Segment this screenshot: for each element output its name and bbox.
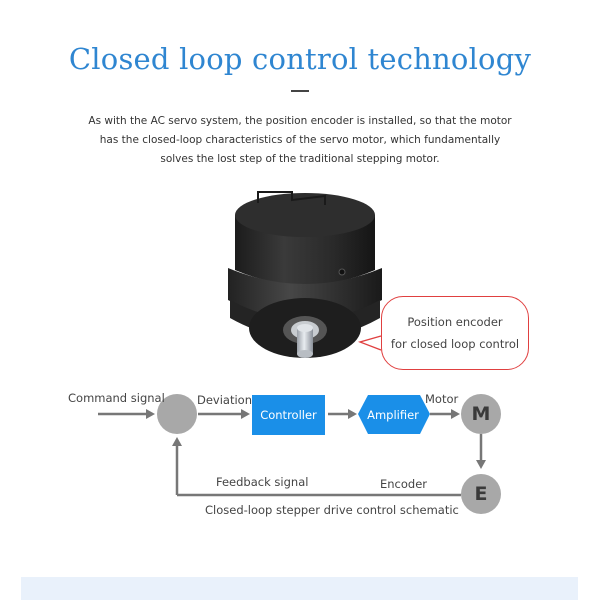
description-line-2: has the closed-loop characteristics of t… [99,134,501,146]
motor-letter: M [471,403,491,425]
motor-arrow-head [451,409,460,419]
motor-top-detail [257,191,326,205]
encoder-label: Encoder [380,477,428,491]
controller-arrow-head [348,409,357,419]
description: As with the AC servo system, the positio… [60,112,540,169]
description-line-1: As with the AC servo system, the positio… [88,115,512,127]
motor-node [461,394,501,434]
amplifier-label: Amplifier [367,408,419,422]
deviation-label: Deviation [197,393,253,407]
encoder-letter: E [474,483,488,505]
encoder-arrow-head [476,460,486,469]
encoder-node [461,474,501,514]
encoder-callout: Position encoder for closed loop control [381,296,529,370]
feedback-signal-label: Feedback signal [216,475,309,489]
callout-pointer [357,335,382,351]
summing-node [157,394,197,434]
motor-shaft-tip [297,350,313,358]
bottom-panel [21,577,578,600]
callout-line-2: for closed loop control [390,337,520,351]
command-signal-label: Command signal [68,391,165,405]
callout-line-1: Position encoder [407,315,503,329]
description-line-3: solves the lost step of the traditional … [160,153,440,165]
motor-top-face [235,193,375,237]
command-arrow-head [146,409,155,419]
flange-screw [338,268,346,276]
controller-block: Controller [252,395,325,435]
motor-shaft [297,328,313,354]
schematic-caption: Closed-loop stepper drive control schema… [205,503,459,517]
page-title: Closed loop control technology [68,42,532,76]
feedback-arrow-head [172,437,182,446]
deviation-arrow-head [241,409,250,419]
amplifier-block [358,395,430,434]
motor-label: Motor [425,392,459,406]
motor-shaft-top [297,324,313,332]
title-divider [291,90,309,92]
